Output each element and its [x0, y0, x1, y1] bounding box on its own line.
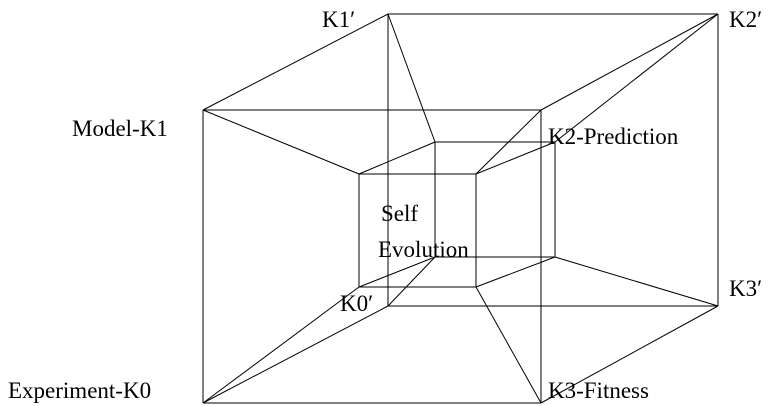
connector-k2-prediction-to-inner [475, 109, 542, 175]
inner-depth-top-right-edge [475, 141, 556, 175]
connector-k2-prime-to-inner [554, 13, 719, 143]
inner-depth-bottom-left-edge [358, 256, 436, 288]
outer-edge-k2-to-k2-prime [540, 13, 719, 111]
label-k3-fitness: K3-Fitness [548, 378, 649, 403]
connector-model-k1-to-inner [202, 109, 360, 175]
label-evolution: Evolution [378, 237, 469, 262]
connector-k0-prime-to-inner [387, 256, 436, 307]
outer-edge-k0-to-k0-prime [202, 305, 389, 404]
inner-cube [358, 141, 556, 288]
connector-lines [202, 13, 719, 404]
inner-depth-bottom-right-edge [475, 256, 556, 288]
label-k3-prime: K3′ [729, 276, 762, 301]
inner-depth-top-left-edge [358, 141, 436, 175]
label-k1-prime: K1′ [322, 7, 355, 32]
label-k2-prime: K2′ [729, 7, 762, 32]
label-model-k1: Model-K1 [72, 116, 168, 141]
outer-edge-k3-to-k3-prime [540, 305, 719, 404]
connector-k3-prime-to-inner [554, 256, 719, 307]
vertex-labels: K1′ K2′ Model-K1 K2-Prediction Self Evol… [8, 7, 762, 403]
outer-edge-k1-to-k1-prime [202, 13, 389, 111]
label-k0-prime: K0′ [340, 291, 373, 316]
outer-cube [202, 13, 719, 404]
label-experiment-k0: Experiment-K0 [8, 378, 151, 403]
connector-k1-prime-to-inner [387, 13, 436, 143]
connector-k3-fitness-to-inner [475, 286, 542, 404]
connector-experiment-k0-to-inner [202, 286, 360, 404]
label-self: Self [381, 201, 418, 226]
label-k2-prediction: K2-Prediction [548, 124, 679, 149]
